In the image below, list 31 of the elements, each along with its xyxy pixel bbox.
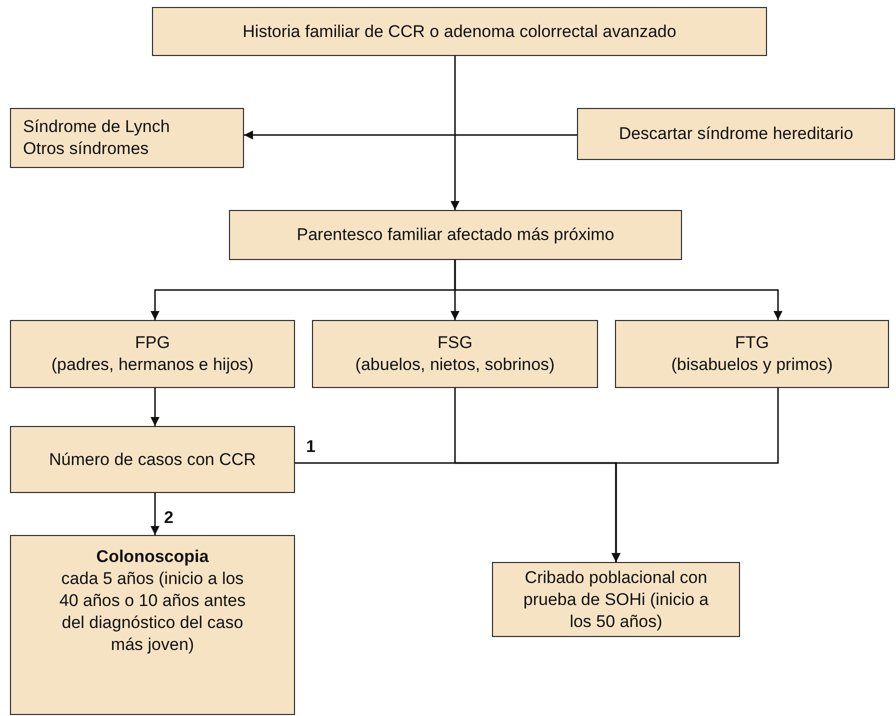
box-text: (abuelos, nietos, sobrinos) (355, 354, 555, 376)
process-box (312, 320, 598, 388)
arrow (150, 388, 160, 426)
process-box (10, 320, 295, 388)
process-box (152, 7, 767, 56)
box-text: (bisabuelos y primos) (671, 354, 833, 376)
box-heading: FTG (735, 332, 769, 354)
arrow (454, 260, 782, 320)
process-box (577, 108, 895, 160)
box-text: Historia familiar de CCR o adenoma colorrectal avanzado (242, 20, 676, 42)
box-text: (padres, hermanos e hijos) (51, 354, 254, 376)
process-box (492, 562, 740, 637)
box-text: Parentesco familiar afectado más próximo (296, 224, 614, 246)
box-text: Síndrome de Lynch (23, 116, 170, 138)
box-text: Descartar síndrome hereditario (618, 123, 854, 145)
process-box (615, 320, 889, 388)
process-box (10, 535, 295, 715)
box-text: Otros síndromes (23, 138, 149, 160)
arrow (244, 130, 577, 140)
box-heading: FSG (438, 332, 472, 354)
process-box (10, 426, 295, 493)
box-text: Cribado poblacional con prueba de SOHi (inicio a los 50 años) (522, 566, 710, 632)
box-heading: FPG (135, 332, 170, 354)
box-heading: Colonoscopia (96, 546, 209, 568)
arrow (612, 388, 779, 562)
arrow (150, 493, 160, 535)
arrow (450, 56, 460, 210)
process-box (229, 210, 682, 260)
box-text: Número de casos con CCR (49, 448, 256, 470)
process-box (10, 108, 244, 168)
box-text: cada 5 años (inicio a los 40 años o 10 años antes del diagnóstico del caso más joven) (59, 568, 246, 656)
